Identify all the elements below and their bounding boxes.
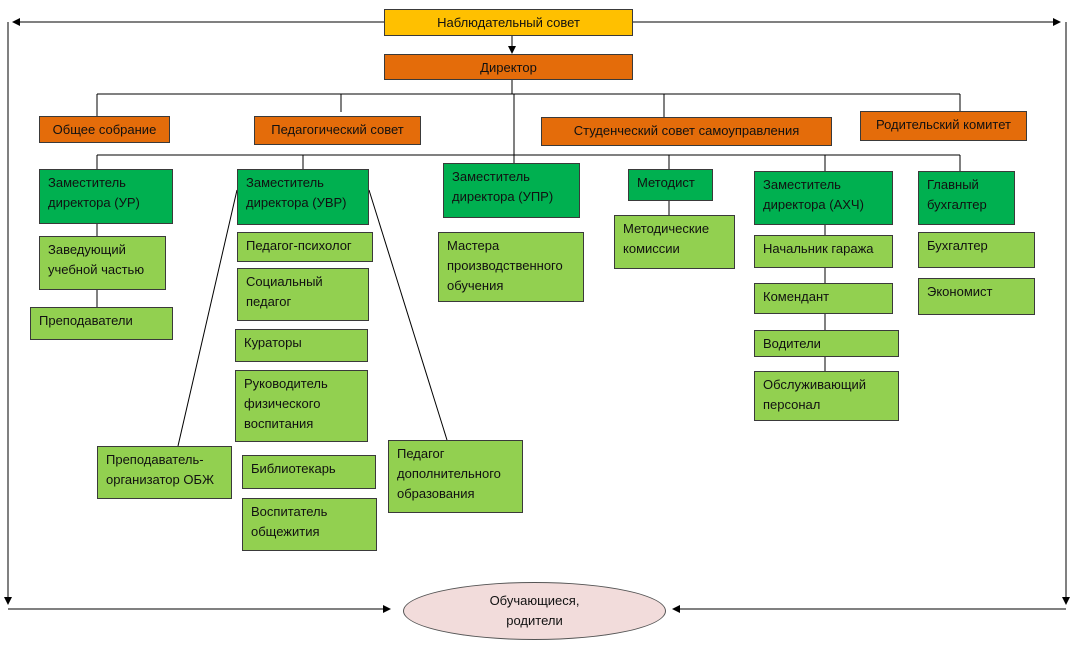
deputy-uvr-box: Заместитель директора (УВР) bbox=[237, 169, 369, 225]
chief-accountant-box: Главный бухгалтер bbox=[918, 171, 1015, 225]
librarian-box: Библиотекарь bbox=[242, 455, 376, 489]
method-commissions-box: Методические комиссии bbox=[614, 215, 735, 269]
pe-head-box: Руководитель физического воспитания bbox=[235, 370, 368, 442]
general-meeting-box: Общее собрание bbox=[39, 116, 170, 143]
students-parents-label: Обучающиеся, родители bbox=[489, 593, 580, 628]
commandant-box: Комендант bbox=[754, 283, 893, 314]
student-council-box: Студенческий совет самоуправления bbox=[541, 117, 832, 146]
parent-committee-box: Родительский комитет bbox=[860, 111, 1027, 141]
pedagogical-council-box: Педагогический совет bbox=[254, 116, 421, 145]
drivers-box: Водители bbox=[754, 330, 899, 357]
teachers-box: Преподаватели bbox=[30, 307, 173, 340]
service-staff-box: Обслуживающий персонал bbox=[754, 371, 899, 421]
students-parents-ellipse: Обучающиеся, родители bbox=[403, 582, 666, 640]
uvr-to-extra-line bbox=[368, 189, 448, 441]
dorm-educator-box: Воспитатель общежития bbox=[242, 498, 377, 551]
head-academic-box: Заведующий учебной частью bbox=[39, 236, 166, 290]
methodist-box: Методист bbox=[628, 169, 713, 201]
obzh-teacher-box: Преподаватель-организатор ОБЖ bbox=[97, 446, 232, 499]
accountant-box: Бухгалтер bbox=[918, 232, 1035, 268]
deputy-ur-box: Заместитель директора (УР) bbox=[39, 169, 173, 224]
deputy-ahch-box: Заместитель директора (АХЧ) bbox=[754, 171, 893, 225]
social-teacher-box: Социальный педагог bbox=[237, 268, 369, 321]
economist-box: Экономист bbox=[918, 278, 1035, 315]
uvr-to-obzh-line bbox=[177, 189, 238, 447]
curators-box: Кураторы bbox=[235, 329, 368, 362]
director-box: Директор bbox=[384, 54, 633, 80]
garage-head-box: Начальник гаража bbox=[754, 235, 893, 268]
production-masters-box: Мастера производственного обучения bbox=[438, 232, 584, 302]
psychologist-box: Педагог-психолог bbox=[237, 232, 373, 262]
supervisory-board-box: Наблюдательный совет bbox=[384, 9, 633, 36]
deputy-upr-box: Заместитель директора (УПР) bbox=[443, 163, 580, 218]
extra-education-box: Педагог дополнительного образования bbox=[388, 440, 523, 513]
